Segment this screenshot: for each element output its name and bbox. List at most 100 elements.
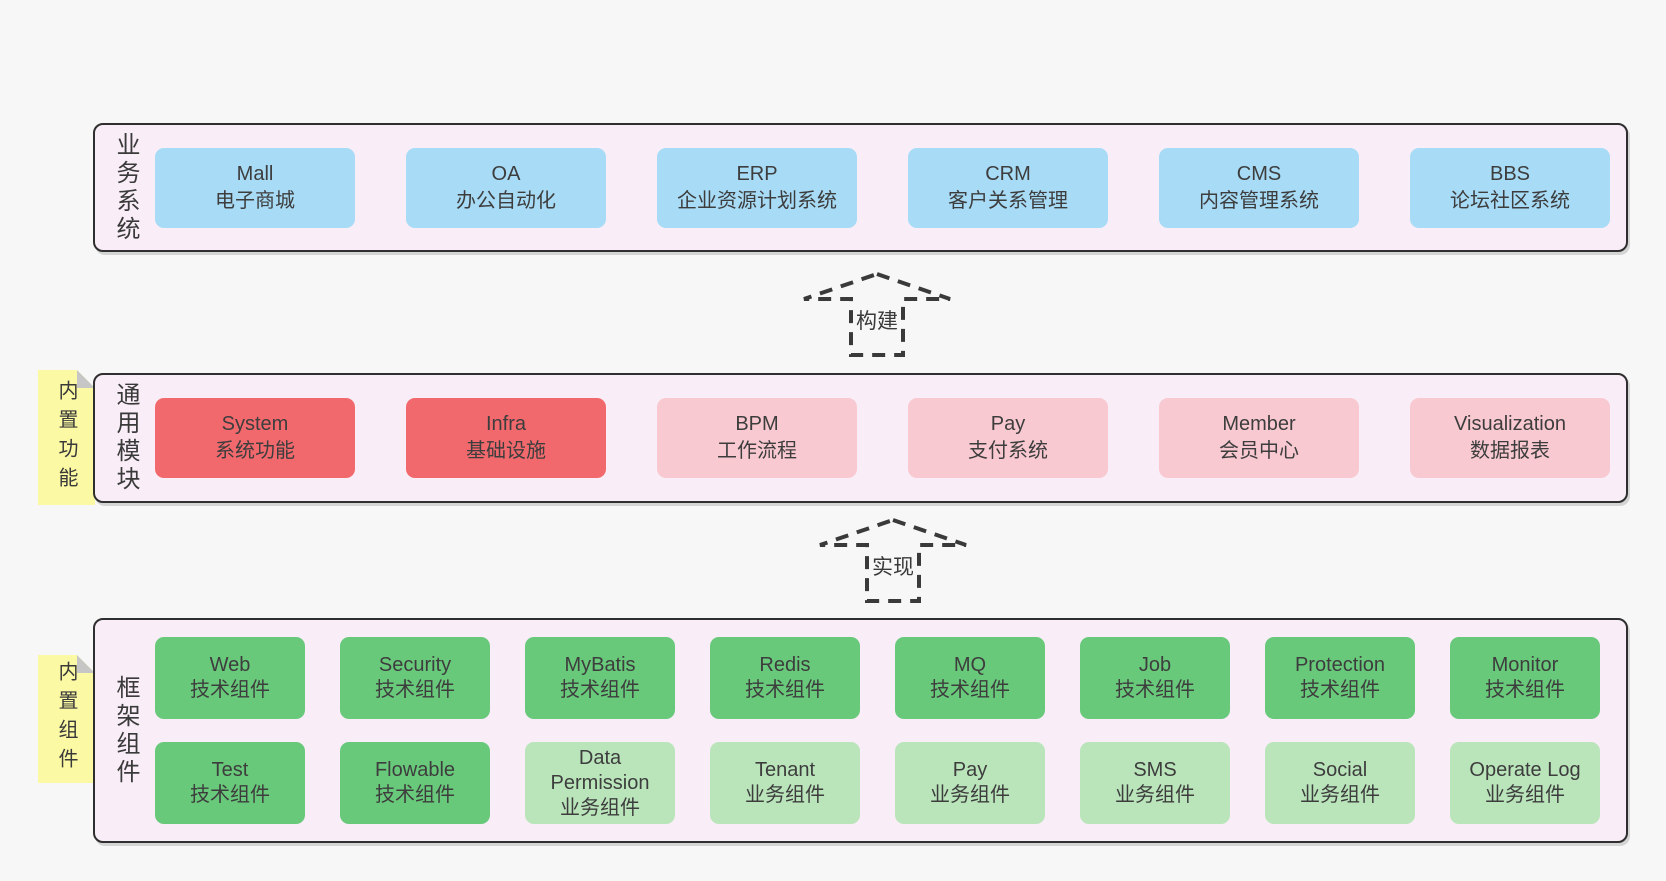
sticky-note-label: 内置组件 xyxy=(55,661,77,777)
modules-box-row: System 系统功能 Infra 基础设施 BPM 工作流程 Pay 支付系统… xyxy=(155,375,1610,501)
components-box-grid: Web 技术组件 Security 技术组件 MyBatis 技术组件 Redi… xyxy=(155,620,1600,841)
node-job: Job 技术组件 xyxy=(1080,637,1230,719)
node-title: MQ xyxy=(953,654,987,676)
node-subtitle: 技术组件 xyxy=(1115,679,1195,701)
node-subtitle: 业务组件 xyxy=(930,784,1010,806)
node-test: Test 技术组件 xyxy=(155,742,305,824)
node-data-permission: Data Permission 业务组件 xyxy=(525,742,675,824)
node-subtitle: 技术组件 xyxy=(375,679,455,701)
node-subtitle: 业务组件 xyxy=(1485,784,1565,806)
band-label: 通用模块 xyxy=(112,382,139,494)
node-member: Member 会员中心 xyxy=(1159,398,1359,478)
node-tenant: Tenant 业务组件 xyxy=(710,742,860,824)
folded-corner-icon xyxy=(77,370,95,388)
node-title: Operate Log xyxy=(1469,759,1581,781)
node-subtitle: 基础设施 xyxy=(466,440,546,462)
node-mybatis: MyBatis 技术组件 xyxy=(525,637,675,719)
node-pay-component: Pay 业务组件 xyxy=(895,742,1045,824)
node-crm: CRM 客户关系管理 xyxy=(908,147,1108,228)
node-subtitle: 客户关系管理 xyxy=(948,189,1068,212)
band-label: 框架组件 xyxy=(112,674,139,787)
node-erp: ERP 企业资源计划系统 xyxy=(657,147,857,228)
node-cms: CMS 内容管理系统 xyxy=(1159,147,1359,228)
build-arrow-label: 构建 xyxy=(853,305,901,336)
node-system: System 系统功能 xyxy=(155,398,355,478)
node-subtitle: 技术组件 xyxy=(560,679,640,701)
node-title: Flowable xyxy=(374,759,456,781)
sticky-note-built-in-features: 内置功能 xyxy=(38,370,95,505)
node-sms: SMS 业务组件 xyxy=(1080,742,1230,824)
node-subtitle: 电子商城 xyxy=(215,189,295,212)
sticky-note-built-in-components: 内置组件 xyxy=(38,655,95,783)
node-bbs: BBS 论坛社区系统 xyxy=(1410,147,1610,228)
node-monitor: Monitor 技术组件 xyxy=(1450,637,1600,719)
node-visualization: Visualization 数据报表 xyxy=(1410,398,1610,478)
node-title: CMS xyxy=(1236,162,1282,185)
node-subtitle: 业务组件 xyxy=(1115,784,1195,806)
node-title: BBS xyxy=(1489,162,1531,185)
band-common-modules: 通用模块 System 系统功能 Infra 基础设施 BPM 工作流程 Pay… xyxy=(93,373,1628,503)
implement-arrow-label: 实现 xyxy=(869,551,917,582)
node-title: SMS xyxy=(1133,759,1177,781)
node-subtitle: 会员中心 xyxy=(1219,440,1299,462)
business-box-row: Mall 电子商城 OA 办公自动化 ERP 企业资源计划系统 CRM 客户关系… xyxy=(155,125,1610,250)
band-business-systems: 业务系统 Mall 电子商城 OA 办公自动化 ERP 企业资源计划系统 CRM… xyxy=(93,123,1628,252)
node-title: Pay xyxy=(952,759,988,781)
node-title: Social xyxy=(1312,759,1368,781)
node-subtitle: 技术组件 xyxy=(1300,679,1380,701)
node-subtitle: 系统功能 xyxy=(215,440,295,462)
sticky-note-label: 内置功能 xyxy=(55,379,77,496)
node-security: Security 技术组件 xyxy=(340,637,490,719)
node-operate-log: Operate Log 业务组件 xyxy=(1450,742,1600,824)
node-subtitle: 技术组件 xyxy=(190,679,270,701)
node-title: Tenant xyxy=(754,759,816,781)
node-subtitle: 业务组件 xyxy=(1300,784,1380,806)
components-row-2: Test 技术组件 Flowable 技术组件 Data Permission … xyxy=(155,742,1600,824)
band-framework-components: 框架组件 Web 技术组件 Security 技术组件 MyBatis 技术组件… xyxy=(93,618,1628,843)
node-title: System xyxy=(221,413,289,435)
node-subtitle: 技术组件 xyxy=(1485,679,1565,701)
node-title: Test xyxy=(211,759,249,781)
node-oa: OA 办公自动化 xyxy=(406,147,606,228)
node-mall: Mall 电子商城 xyxy=(155,147,355,228)
folded-corner-icon xyxy=(77,655,95,673)
implement-arrow: 实现 xyxy=(818,518,968,603)
node-infra: Infra 基础设施 xyxy=(406,398,606,478)
node-flowable: Flowable 技术组件 xyxy=(340,742,490,824)
node-subtitle: 数据报表 xyxy=(1470,440,1550,462)
node-subtitle: 工作流程 xyxy=(717,440,797,462)
node-title: Mall xyxy=(236,162,274,185)
node-title: Protection xyxy=(1294,654,1386,676)
node-title: Visualization xyxy=(1454,413,1566,435)
node-title: Security xyxy=(378,654,452,676)
node-title: Data Permission xyxy=(550,746,650,794)
node-title: Infra xyxy=(485,413,527,435)
node-subtitle: 业务组件 xyxy=(560,796,640,819)
node-title: MyBatis xyxy=(564,654,636,676)
node-title: Web xyxy=(209,654,251,676)
node-title: Monitor xyxy=(1491,654,1559,676)
node-redis: Redis 技术组件 xyxy=(710,637,860,719)
node-subtitle: 企业资源计划系统 xyxy=(677,189,837,212)
node-title: Pay xyxy=(990,413,1026,435)
node-bpm: BPM 工作流程 xyxy=(657,398,857,478)
node-title: Job xyxy=(1138,654,1172,676)
node-subtitle: 技术组件 xyxy=(930,679,1010,701)
node-title: Redis xyxy=(759,654,811,676)
node-web: Web 技术组件 xyxy=(155,637,305,719)
node-protection: Protection 技术组件 xyxy=(1265,637,1415,719)
up-arrow-icon xyxy=(803,272,951,357)
band-label: 业务系统 xyxy=(112,131,139,244)
node-subtitle: 业务组件 xyxy=(745,784,825,806)
node-title: CRM xyxy=(985,162,1031,185)
node-subtitle: 支付系统 xyxy=(968,440,1048,462)
build-arrow: 构建 xyxy=(802,272,952,357)
node-mq: MQ 技术组件 xyxy=(895,637,1045,719)
node-subtitle: 技术组件 xyxy=(375,784,455,806)
node-title: ERP xyxy=(736,162,778,185)
node-title: Member xyxy=(1222,413,1296,435)
node-social: Social 业务组件 xyxy=(1265,742,1415,824)
node-title: OA xyxy=(491,162,521,185)
node-title: BPM xyxy=(735,413,779,435)
